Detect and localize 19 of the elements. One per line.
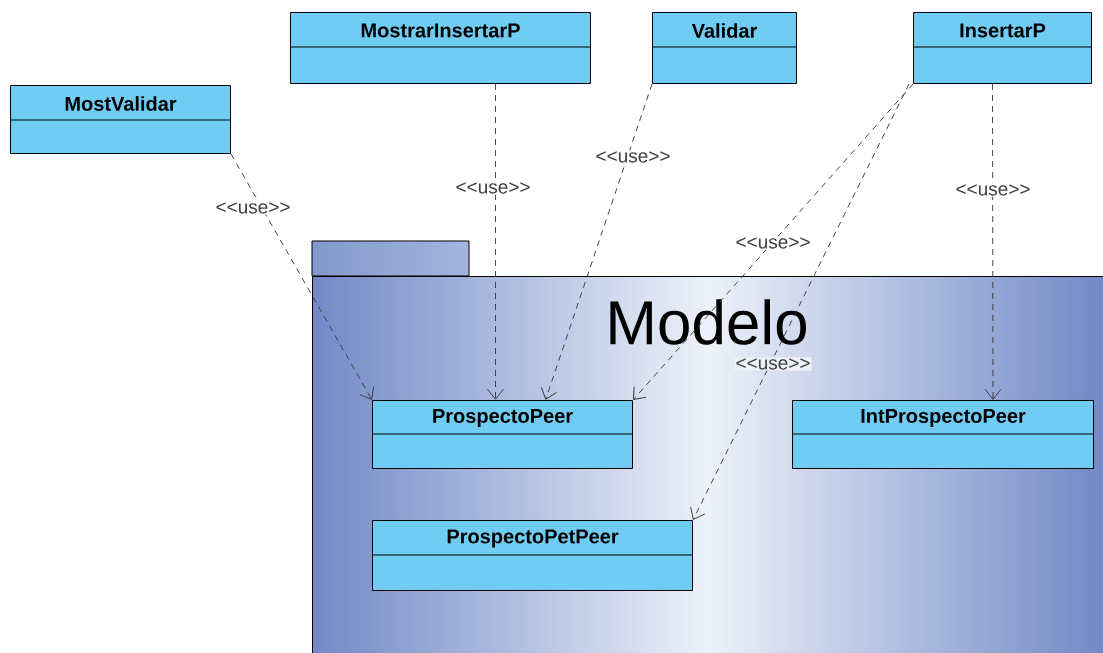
edge-label: <<use>> (594, 150, 672, 164)
edge-label: <<use>> (214, 201, 292, 215)
edge-label: <<use>> (954, 183, 1032, 197)
class-box: IntProspectoPeer (791, 400, 1095, 469)
dependency-arrow (690, 83, 910, 520)
edge-label: <<use>> (454, 181, 532, 195)
class-box: ProspectoPeer (371, 400, 634, 469)
dependency-arrow (540, 83, 653, 400)
class-box: InsertarP (912, 12, 1093, 84)
dependency-arrow (984, 83, 1002, 400)
dependency-arrow (230, 153, 375, 400)
edge-label: <<use>> (734, 357, 812, 371)
class-box: MostValidar (9, 85, 232, 154)
edge-label: <<use>> (734, 236, 812, 250)
class-box: Validar (651, 12, 798, 84)
class-box: ProspectoPetPeer (371, 520, 694, 591)
dependency-arrow (633, 83, 914, 400)
class-box: MostrarInsertarP (289, 12, 592, 84)
dependency-arrow (487, 83, 504, 400)
